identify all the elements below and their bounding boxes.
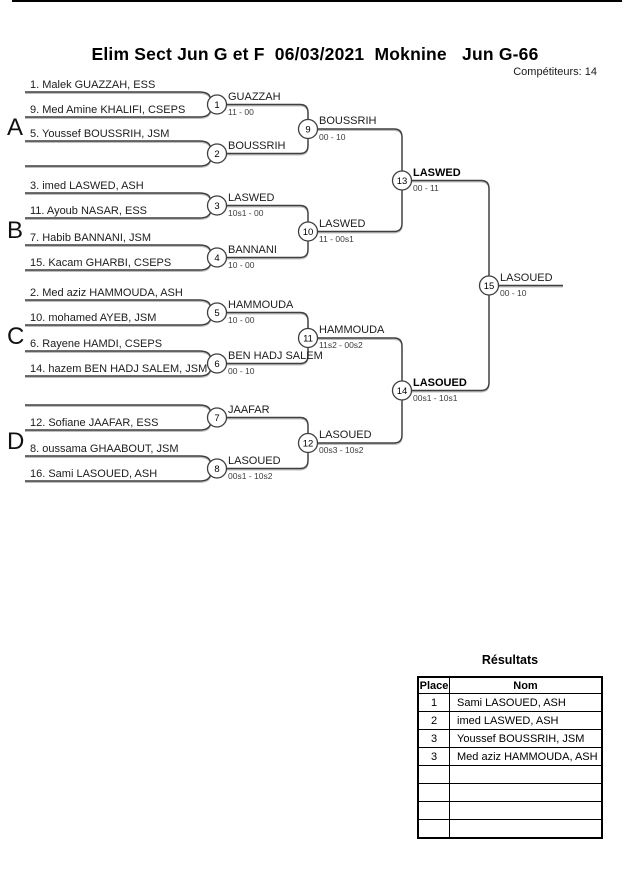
pool-label-d: D [7, 428, 25, 455]
match-number: 2 [214, 149, 219, 160]
match-winner-label: HAMMOUDA [319, 324, 385, 336]
match-number: 7 [214, 413, 219, 424]
match-number: 11 [303, 334, 313, 345]
match-winner-label: GUAZZAH [228, 91, 281, 103]
table-row [417, 783, 603, 802]
match-winner-label: BOUSSRIH [319, 115, 377, 127]
match-winner-label: JAAFAR [228, 404, 270, 416]
match-winner-label: LASWED [228, 192, 275, 204]
player-name: 15. Kacam GHARBI, CSEPS [30, 257, 172, 269]
player-name: 7. Habib BANNANI, JSM [30, 232, 152, 244]
match-winner-label: BOUSSRIH [228, 140, 286, 152]
results-col-nom: Nom [449, 676, 603, 694]
match-winner-label: LASWED [413, 167, 461, 179]
match-circles [206, 94, 500, 479]
player-name: 1. Malek GUAZZAH, ESS [30, 79, 156, 91]
match-score: 11 - 00s1 [319, 234, 354, 244]
result-name [449, 819, 603, 839]
competitors-count: Compétiteurs: 14 [513, 66, 597, 78]
match-score: 00s3 - 10s2 [319, 445, 364, 455]
result-place [417, 783, 450, 802]
match-winner-label: BANNANI [228, 244, 277, 256]
match-score: 10s1 - 00 [228, 208, 264, 218]
result-name: imed LASWED, ASH [449, 711, 603, 730]
result-name: Youssef BOUSSRIH, JSM [449, 729, 603, 748]
match-number: 13 [397, 176, 408, 187]
match-winner-label: HAMMOUDA [228, 299, 294, 311]
result-place [417, 765, 450, 784]
pool-label-c: C [7, 323, 25, 350]
match-winner-label: LASOUED [500, 272, 553, 284]
match-score: 11s2 - 00s2 [319, 340, 363, 350]
player-name: 8. oussama GHAABOUT, JSM [30, 443, 179, 455]
match-winner-label: LASOUED [228, 455, 281, 467]
match-score: 10 - 00 [228, 260, 255, 270]
match-number: 6 [214, 359, 219, 370]
result-place: 2 [417, 711, 450, 730]
match-winner-label: LASOUED [319, 429, 372, 441]
page-top-border [12, 0, 622, 2]
results-col-place: Place [417, 676, 450, 694]
player-name: 2. Med aziz HAMMOUDA, ASH [30, 287, 183, 299]
match-number: 10 [303, 227, 314, 238]
table-row [417, 801, 603, 820]
player-name: 6. Rayene HAMDI, CSEPS [30, 338, 163, 350]
match-number: 12 [303, 439, 314, 450]
table-row: 3 Med aziz HAMMOUDA, ASH [417, 747, 603, 766]
match-score: 00 - 10 [228, 366, 255, 376]
player-name: 16. Sami LASOUED, ASH [30, 468, 158, 480]
match-winner-label: LASOUED [413, 377, 467, 389]
match-number: 8 [214, 464, 219, 475]
page-title: Elim Sect Jun G et F 06/03/2021 Moknine … [91, 44, 539, 64]
player-name: 10. mohamed AYEB, JSM [30, 312, 157, 324]
table-row [417, 819, 603, 839]
result-place: 3 [417, 729, 450, 748]
table-row: 1 Sami LASOUED, ASH [417, 693, 603, 712]
player-name: 12. Sofiane JAAFAR, ESS [30, 417, 159, 429]
match-number: 14 [397, 386, 408, 397]
pool-label-a: A [7, 114, 24, 141]
player-name: 11. Ayoub NASAR, ESS [30, 205, 147, 217]
player-name: 3. imed LASWED, ASH [30, 180, 144, 192]
match-score: 00s1 - 10s1 [413, 393, 458, 403]
result-place: 3 [417, 747, 450, 766]
result-name [449, 783, 603, 802]
player-name: 9. Med Amine KHALIFI, CSEPS [30, 104, 186, 116]
result-place [417, 801, 450, 820]
match-number: 3 [214, 201, 219, 212]
match-score: 00s1 - 10s2 [228, 471, 273, 481]
match-score: 00 - 10 [500, 288, 527, 298]
match-score: 10 - 00 [228, 315, 255, 325]
result-name: Sami LASOUED, ASH [449, 693, 603, 712]
pool-label-b: B [7, 217, 24, 244]
result-place: 1 [417, 693, 450, 712]
results-table: Place Nom 1 Sami LASOUED, ASH 2 imed LAS… [417, 676, 603, 839]
match-number: 1 [214, 100, 219, 111]
result-place [417, 819, 450, 839]
bracket-lines: 1 2 3 4 5 6 7 8 9 10 11 12 13 14 15 [24, 91, 564, 484]
table-row: 3 Youssef BOUSSRIH, JSM [417, 729, 603, 748]
result-name: Med aziz HAMMOUDA, ASH [449, 747, 603, 766]
table-row: 2 imed LASWED, ASH [417, 711, 603, 730]
match-number: 9 [305, 125, 310, 136]
table-row [417, 765, 603, 784]
match-score: 00 - 11 [413, 183, 439, 193]
match-number: 15 [484, 281, 495, 292]
match-winner-label: LASWED [319, 218, 366, 230]
player-name: 5. Youssef BOUSSRIH, JSM [30, 128, 170, 140]
result-name [449, 801, 603, 820]
match-number: 5 [214, 308, 219, 319]
match-numbers: 1 2 3 4 5 6 7 8 9 10 11 12 13 14 15 [214, 100, 494, 475]
match-score: 11 - 00 [228, 107, 254, 117]
player-name: 14. hazem BEN HADJ SALEM, JSM [30, 363, 208, 375]
match-score: 00 - 10 [319, 132, 346, 142]
results-title: Résultats [481, 653, 539, 667]
match-winner-label: BEN HADJ SALEM [228, 350, 323, 362]
match-number: 4 [214, 253, 219, 264]
result-name [449, 765, 603, 784]
